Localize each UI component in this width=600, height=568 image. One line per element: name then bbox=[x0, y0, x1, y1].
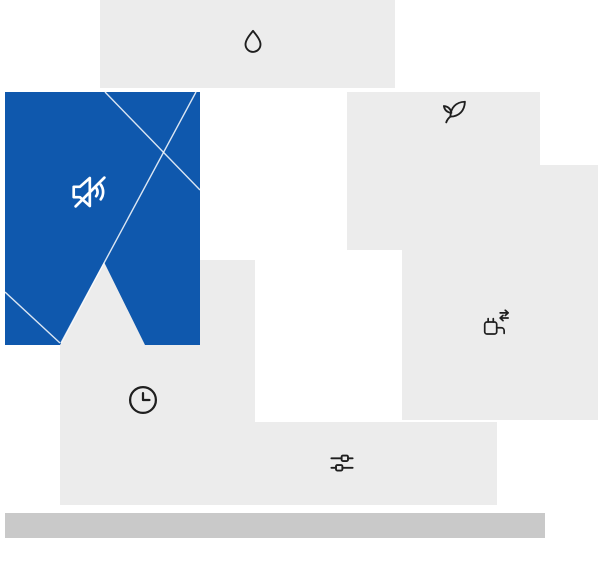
muted-banner[interactable] bbox=[5, 92, 200, 345]
tile-plug[interactable] bbox=[402, 165, 598, 420]
leaf-icon bbox=[439, 97, 469, 127]
options-sliders-icon bbox=[327, 448, 357, 478]
plug-sync-icon bbox=[479, 306, 511, 338]
bottom-bar bbox=[5, 513, 545, 538]
tile-options[interactable] bbox=[200, 422, 497, 505]
ribbon-shape bbox=[5, 92, 200, 345]
speaker-mute-icon bbox=[67, 169, 113, 215]
clock-icon bbox=[125, 382, 161, 418]
tile-water[interactable] bbox=[100, 0, 395, 88]
water-drop-icon bbox=[238, 27, 268, 57]
